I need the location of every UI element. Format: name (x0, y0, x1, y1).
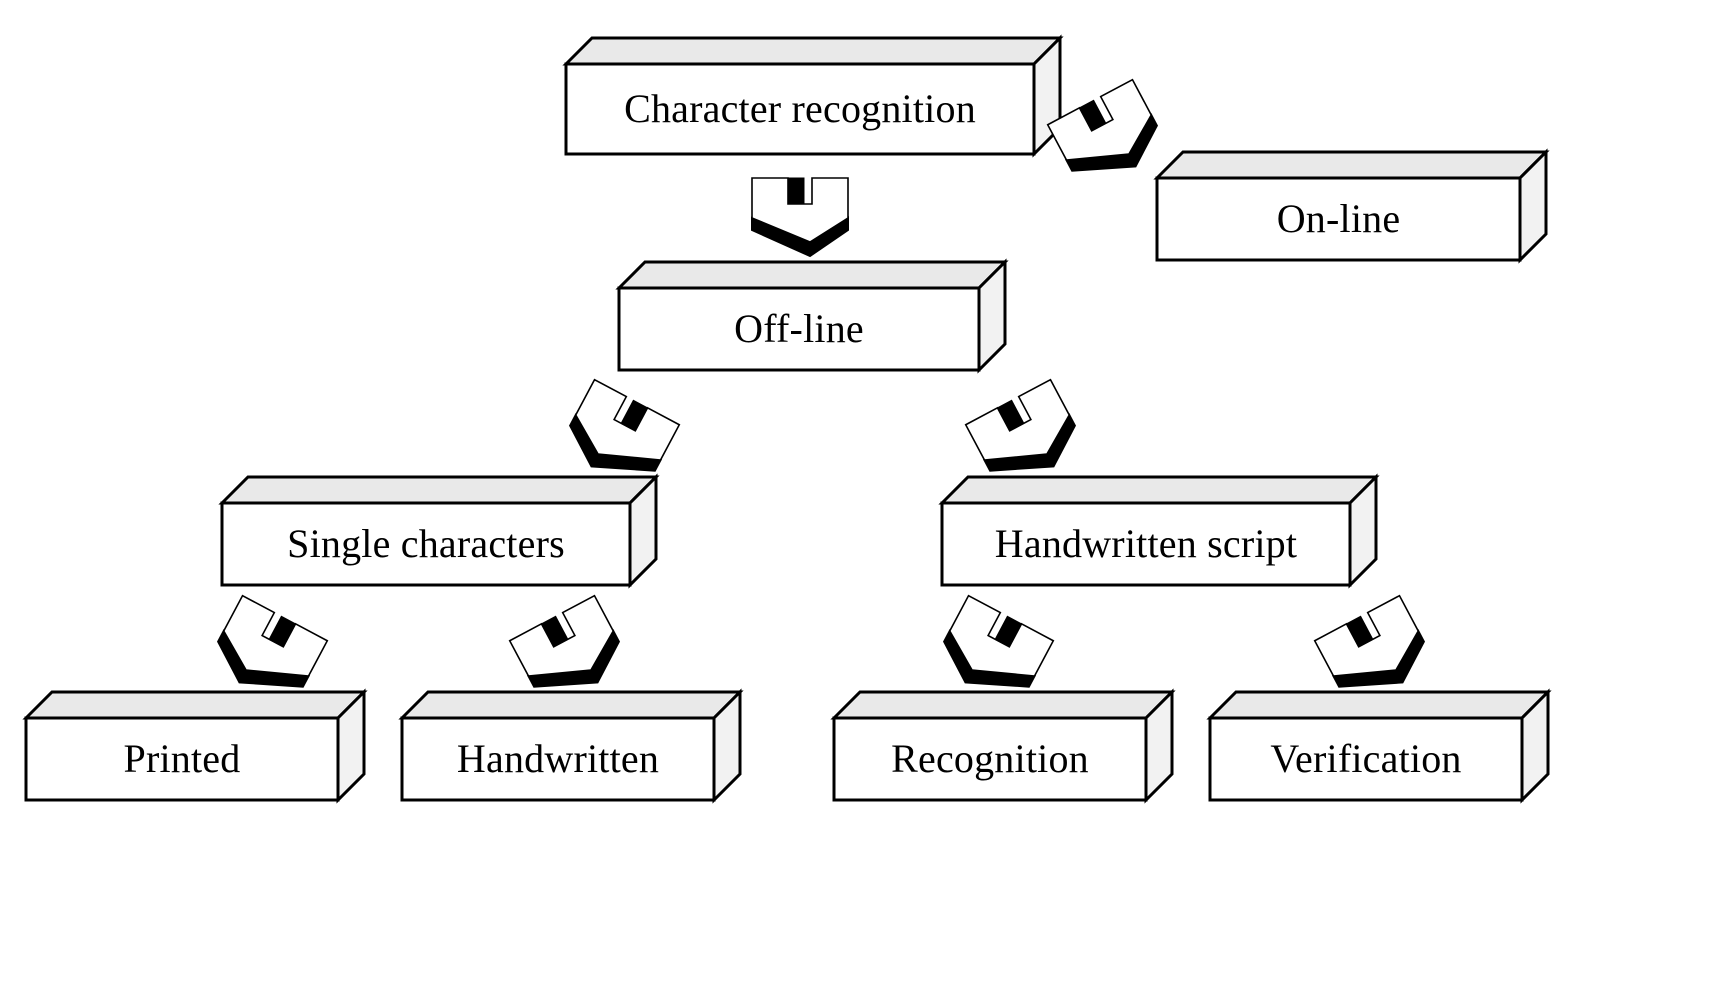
arrow-edge-offline-single[interactable] (558, 378, 681, 494)
arrow-notch-wedge (996, 399, 1025, 432)
arrow-edge-offline-script[interactable] (964, 378, 1087, 494)
node-single-characters[interactable] (218, 473, 660, 589)
arrow-notch-wedge (268, 615, 297, 648)
arrow-notch-wedge (1078, 99, 1107, 132)
node-top-face-off-line (615, 260, 1009, 290)
node-top-face-handwritten (398, 690, 744, 720)
node-top-face-recognition (830, 690, 1176, 720)
node-character-recognition[interactable] (562, 34, 1064, 158)
node-front-face-handwritten (400, 716, 716, 802)
node-top-face-verification (1206, 690, 1552, 720)
node-top-face-printed (22, 690, 368, 720)
node-front-face-on-line (1155, 176, 1522, 262)
arrow-edge-cr-offline[interactable] (751, 177, 849, 258)
node-on-line[interactable] (1153, 148, 1550, 264)
node-front-face-recognition (832, 716, 1148, 802)
arrow-notch-wedge (787, 177, 805, 205)
node-top-face-on-line (1153, 150, 1550, 180)
node-front-face-verification (1208, 716, 1524, 802)
node-front-face-off-line (617, 286, 981, 372)
arrow-notch-wedge (1345, 615, 1374, 648)
node-printed[interactable] (22, 688, 368, 804)
node-top-face-handwritten-script (938, 475, 1380, 505)
node-top-face-single-characters (218, 475, 660, 505)
node-handwritten[interactable] (398, 688, 744, 804)
node-front-face-character-recognition (564, 62, 1036, 156)
node-front-face-handwritten-script (940, 501, 1352, 587)
node-recognition[interactable] (830, 688, 1176, 804)
arrow-edge-single-handwritten[interactable] (508, 594, 631, 710)
arrow-notch-wedge (620, 399, 649, 432)
node-off-line[interactable] (615, 258, 1009, 374)
arrow-notch-wedge (994, 615, 1023, 648)
node-handwritten-script[interactable] (938, 473, 1380, 589)
arrow-edge-script-recognition[interactable] (932, 594, 1055, 710)
node-verification[interactable] (1206, 688, 1552, 804)
node-top-face-character-recognition (562, 36, 1064, 66)
arrow-edge-single-printed[interactable] (206, 594, 329, 710)
arrow-edge-script-verification[interactable] (1313, 594, 1436, 710)
arrow-notch-wedge (540, 615, 569, 648)
arrow-edge-cr-online[interactable] (1046, 78, 1169, 194)
node-front-face-printed (24, 716, 340, 802)
node-front-face-single-characters (220, 501, 632, 587)
